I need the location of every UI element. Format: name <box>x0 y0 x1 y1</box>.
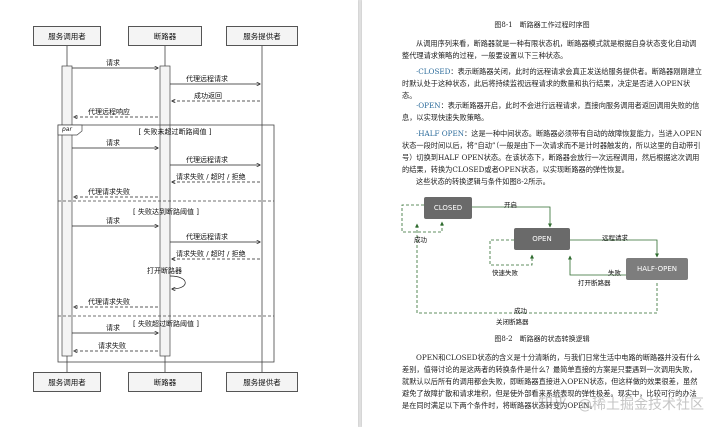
term-closed: ·CLOSED <box>416 67 451 76</box>
label-close-breaker: 关闭断路器 <box>496 318 529 326</box>
left-page: 服务调用者 断路器 服务提供者 服务调用者 断路器 服务提供者 请求 代理远程请… <box>0 0 358 427</box>
actor-provider-top: 服务提供者 <box>226 26 298 46</box>
section-title-reach-threshold: [ 失败达到断路阈值 ] <box>133 208 199 216</box>
msg-proxy-remote-request: 代理远程请求 <box>186 156 228 164</box>
label-success-loop: 成功 <box>414 236 427 244</box>
actor-breaker-top: 断路器 <box>128 26 202 46</box>
open-description: ：表示断路器开启，此时不会进行远程请求，直接向服务调用者返回调用失败的信息，以实… <box>402 101 700 122</box>
label-open-breaker: 打开断路器 <box>578 279 611 287</box>
msg-request: 请求 <box>106 217 120 225</box>
msg-request: 请求 <box>106 324 120 332</box>
msg-open-breaker: 打开断路器 <box>147 267 182 275</box>
msg-proxy-request-fail: 代理请求失败 <box>88 188 130 196</box>
paragraph-closed: ·CLOSED：表示断路器关闭，此时的远程请求会真正发送给服务提供者。断路器刚刚… <box>402 66 702 102</box>
paragraph-half-open: ·HALF OPEN：这是一种中间状态。断路器必须带有自动的故障恢复能力，当进入… <box>402 128 702 176</box>
right-page: 图8-1 断路器工作过程时序图 从调用序列来看，断路器就是一种有限状态机，断路器… <box>362 0 720 427</box>
actor-caller-bottom: 服务调用者 <box>33 372 101 392</box>
watermark-handle: @稀土掘金技术社区 <box>578 397 704 413</box>
state-half-open: HALF-OPEN <box>626 258 688 280</box>
state-open: OPEN <box>514 228 570 250</box>
msg-proxy-remote-response: 代理远程响应 <box>88 108 130 116</box>
label-success-close: 成功 <box>514 307 527 315</box>
figure-caption-8-2: 图8-2 断路器的状态转换逻辑 <box>494 335 590 343</box>
bottom-text: OPEN和CLOSED状态的含义是十分清晰的，与我们日常生活中电路的断路器并没有… <box>402 353 701 410</box>
paragraph-transition-intro: 这些状态的转换逻辑与条件如图8-2所示。 <box>402 176 702 188</box>
transition-intro-text: 这些状态的转换逻辑与条件如图8-2所示。 <box>416 177 550 186</box>
msg-request: 请求 <box>106 139 120 147</box>
paragraph-intro-text: 从调用序列来看，断路器就是一种有限状态机，断路器模式就是根据自身状态变化自动调整… <box>402 39 697 60</box>
msg-success-return: 成功返回 <box>194 92 222 100</box>
label-fail: 失败 <box>608 269 621 277</box>
label-remote-request: 远程请求 <box>602 234 628 242</box>
watermark-zhihu: 知乎 <box>538 394 569 412</box>
paragraph-intro: 从调用序列来看，断路器就是一种有限状态机，断路器模式就是根据自身状态变化自动调整… <box>402 38 702 62</box>
msg-proxy-request-fail: 代理请求失败 <box>88 298 130 306</box>
msg-proxy-remote-request: 代理远程请求 <box>186 233 228 241</box>
term-open: ·OPEN <box>416 101 441 110</box>
label-fast-fail: 快速失败 <box>492 269 518 277</box>
section-title-over-threshold: [ 失败超过断路阈值 ] <box>133 320 199 328</box>
half-open-description: ：这是一种中间状态。断路器必须带有自动的故障恢复能力，当进入OPEN状态一段时间… <box>402 129 702 174</box>
label-start: 开启 <box>504 201 517 209</box>
term-half-open: ·HALF OPEN <box>416 129 465 138</box>
state-closed: CLOSED <box>424 197 472 219</box>
paragraph-open: ·OPEN：表示断路器开启，此时不会进行远程请求，直接向服务调用者返回调用失败的… <box>402 100 702 124</box>
figure-caption-8-1: 图8-1 断路器工作过程时序图 <box>494 21 590 29</box>
msg-proxy-remote-request: 代理远程请求 <box>186 75 228 83</box>
msg-request: 请求 <box>106 59 120 67</box>
section-title-below-threshold: [ 失败未超过断路阈值 ] <box>138 128 212 136</box>
actor-provider-bottom: 服务提供者 <box>226 372 298 392</box>
closed-description: ：表示断路器关闭，此时的远程请求会真正发送给服务提供者。断路器刚刚建立时默认处于… <box>402 67 702 100</box>
sequence-diagram-lines <box>57 44 275 374</box>
paragraph-bottom: OPEN和CLOSED状态的含义是十分清晰的，与我们日常生活中电路的断路器并没有… <box>402 352 702 412</box>
msg-request-fail-timeout-reject: 请求失败 / 超时 / 拒绝 <box>176 173 246 181</box>
msg-request-fail: 请求失败 <box>98 342 126 350</box>
msg-request-fail-timeout-reject: 请求失败 / 超时 / 拒绝 <box>176 250 246 258</box>
actor-breaker-bottom: 断路器 <box>128 372 202 392</box>
par-tag: par <box>62 126 72 133</box>
actor-caller-top: 服务调用者 <box>33 26 101 46</box>
state-diagram-arrows <box>401 204 659 314</box>
